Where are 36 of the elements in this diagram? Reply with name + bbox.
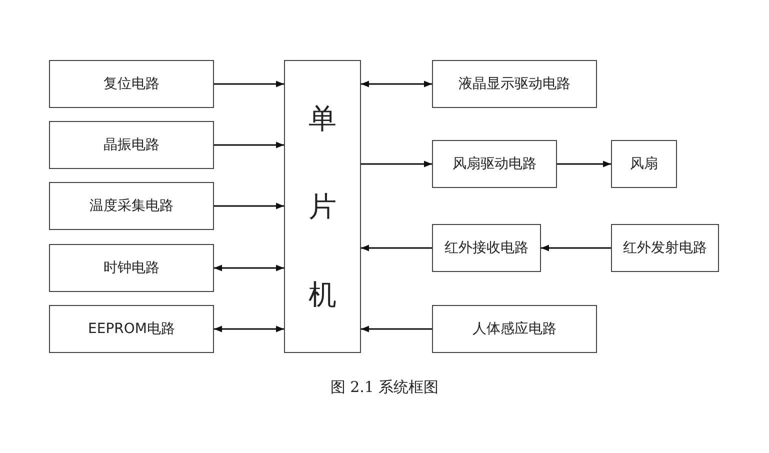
circuit-box bbox=[49, 244, 214, 292]
box-label: 复位电路 bbox=[104, 75, 160, 93]
circuit-box bbox=[432, 305, 597, 353]
circuit-box bbox=[432, 224, 541, 272]
box-label: EEPROM电路 bbox=[88, 320, 175, 338]
circuit-box bbox=[611, 224, 719, 272]
circuit-box bbox=[49, 121, 214, 169]
mcu-box bbox=[284, 60, 361, 353]
box-label: 液晶显示驱动电路 bbox=[458, 75, 570, 93]
box-label: 风扇驱动电路 bbox=[452, 155, 536, 173]
box-label: 时钟电路 bbox=[104, 259, 160, 277]
arrow bbox=[361, 80, 432, 88]
arrow bbox=[214, 80, 284, 88]
circuit-box bbox=[611, 140, 677, 188]
circuit-box bbox=[432, 60, 597, 108]
arrow bbox=[557, 160, 611, 168]
box-label: 风扇 bbox=[630, 155, 658, 173]
box-label: 晶振电路 bbox=[104, 136, 160, 154]
circuit-box bbox=[49, 60, 214, 108]
arrow bbox=[541, 244, 611, 252]
arrow bbox=[361, 160, 432, 168]
box-label: 人体感应电路 bbox=[472, 320, 556, 338]
box-label: 温度采集电路 bbox=[90, 197, 174, 215]
arrow bbox=[214, 326, 284, 332]
box-label: 红外发射电路 bbox=[623, 239, 707, 257]
figure-caption: 图 2.1 系统框图 bbox=[330, 378, 439, 396]
arrow bbox=[361, 244, 432, 252]
box-label: 红外接收电路 bbox=[444, 239, 528, 257]
arrow bbox=[214, 202, 284, 210]
arrow bbox=[361, 326, 432, 332]
circuit-box bbox=[432, 140, 557, 188]
circuit-box bbox=[49, 182, 214, 230]
arrow bbox=[214, 142, 284, 148]
circuit-box bbox=[49, 305, 214, 353]
arrow bbox=[214, 264, 284, 272]
box-label: 单片机 bbox=[307, 100, 338, 312]
